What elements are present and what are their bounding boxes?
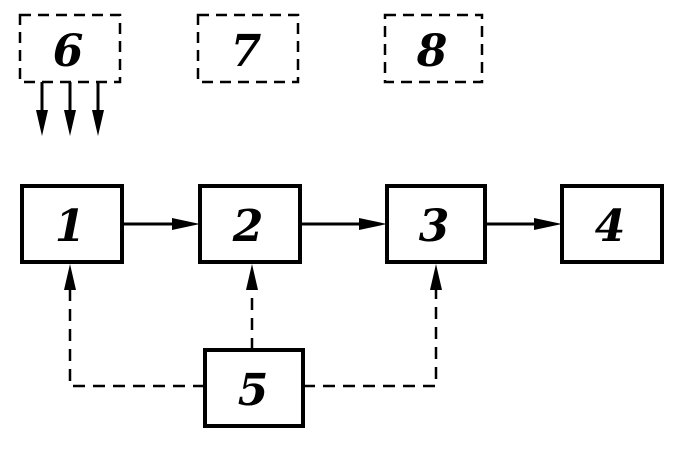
dashed-link-5-to-2 [246, 264, 258, 350]
block-6-label: 6 [53, 26, 84, 77]
block-8-label: 8 [416, 26, 448, 77]
block-5-label: 5 [238, 365, 269, 416]
block-2: 2 [198, 184, 302, 264]
block-7: 7 [196, 13, 300, 84]
dashed-link-5-to-3 [303, 264, 442, 388]
block-5: 5 [203, 348, 305, 428]
arrow-3-to-4 [485, 218, 562, 230]
block-1-label: 1 [55, 201, 86, 252]
block-8: 8 [383, 13, 484, 84]
block-7-label: 7 [231, 26, 262, 77]
block-3: 3 [385, 184, 487, 264]
block-3-label: 3 [419, 201, 450, 252]
block-6: 6 [18, 13, 122, 84]
block-2-label: 2 [232, 201, 264, 252]
dashed-link-5-to-1 [64, 264, 205, 388]
block-1: 1 [20, 184, 124, 264]
block-4-label: 4 [595, 201, 626, 252]
arrow-2-to-3 [300, 218, 387, 230]
input-arrows [36, 82, 104, 136]
block-4: 4 [560, 184, 664, 264]
arrow-1-to-2 [122, 218, 200, 230]
